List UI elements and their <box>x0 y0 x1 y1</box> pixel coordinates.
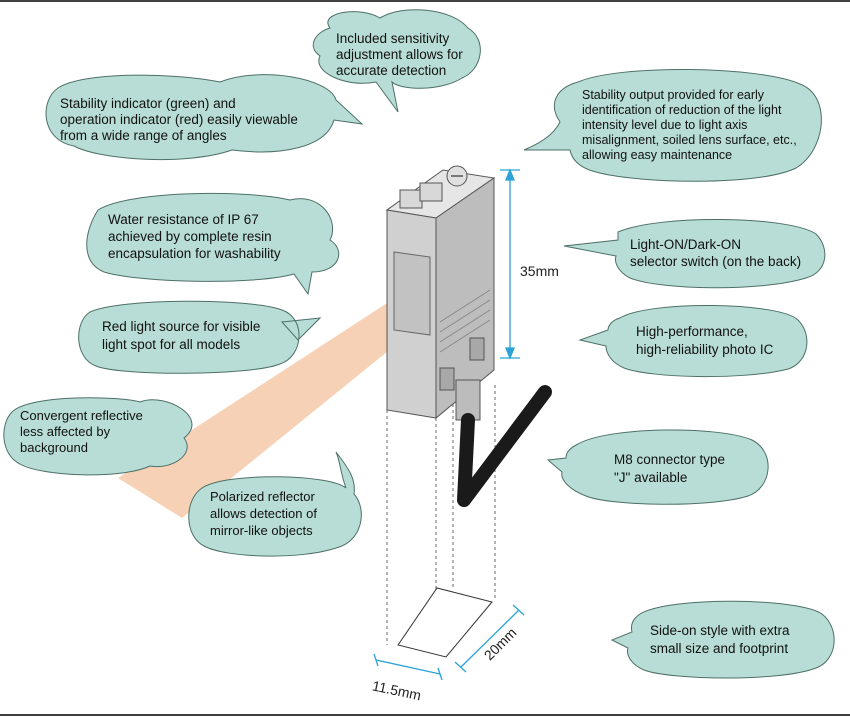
callout-red-light: Red light source for visible light spot … <box>102 319 264 352</box>
bubble-stability-indicator <box>45 74 364 160</box>
cable <box>457 385 552 507</box>
callout-selector: Light-ON/Dark-ON selector switch (on the… <box>630 237 801 269</box>
callout-sensitivity: Included sensitivity adjustment allows f… <box>336 31 467 78</box>
dimension-height-label: 35mm <box>520 263 559 279</box>
bubble-m8-connector <box>546 429 769 505</box>
bubble-side-on <box>610 600 835 679</box>
top-block-2 <box>419 182 443 202</box>
top-block <box>399 189 423 209</box>
selector-switch <box>469 337 485 361</box>
callout-side-on: Side-on style with extra small size and … <box>650 623 793 656</box>
bubble-selector <box>563 218 826 289</box>
lens-window <box>393 251 431 336</box>
sensor-body <box>385 165 496 421</box>
dimension-35mm <box>500 168 520 360</box>
bubble-stability-output <box>523 69 822 182</box>
callout-m8-connector: M8 connector type "J" available <box>614 452 729 485</box>
callout-stability-output: Stability output provided for early iden… <box>582 88 800 162</box>
callout-polarized: Polarized reflector allows detection of … <box>210 489 321 538</box>
callout-stability-indicator: Stability indicator (green) and operatio… <box>60 96 302 143</box>
callout-water-resistance: Water resistance of IP 67 achieved by co… <box>108 212 281 261</box>
callout-convergent: Convergent reflective less affected by b… <box>20 408 146 455</box>
indicator-lamp <box>439 367 455 391</box>
bubble-red-light <box>78 300 322 374</box>
bubble-photo-ic <box>578 305 808 378</box>
dimension-depth-label: 20mm <box>481 624 520 663</box>
bubble-water-resistance <box>86 192 340 296</box>
callout-photo-ic: High-performance, high-reliability photo… <box>636 324 774 357</box>
dimension-11.5mm <box>373 653 443 681</box>
side-ribs <box>439 289 491 353</box>
footprint-outline <box>397 587 493 658</box>
dimension-width-label: 11.5mm <box>371 677 423 703</box>
bubble-polarized <box>188 451 362 557</box>
light-beam <box>118 296 414 518</box>
bubble-convergent <box>3 397 193 476</box>
dimension-20mm <box>454 604 525 673</box>
bubble-sensitivity <box>312 9 481 113</box>
